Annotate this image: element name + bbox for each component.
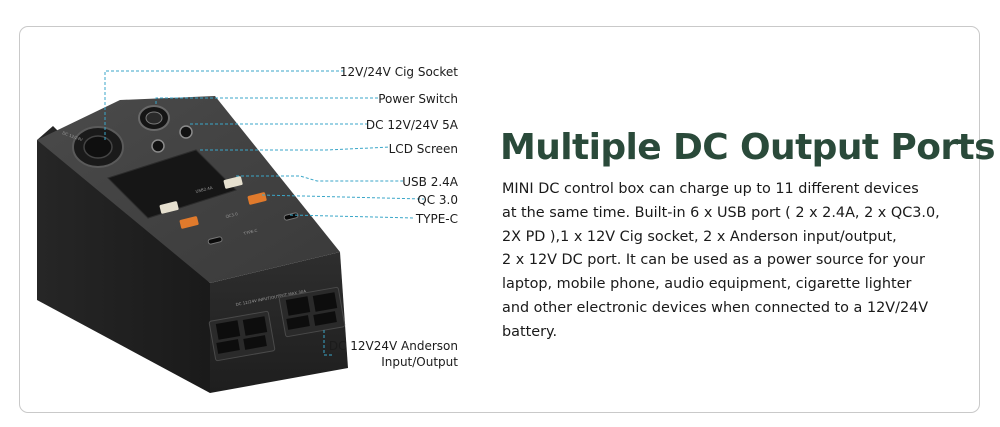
dc-port-2	[179, 125, 193, 139]
callout-usb: USB 2.4A	[402, 175, 458, 189]
description-line: laptop, mobile phone, audio equipment, c…	[502, 276, 912, 293]
leader-typec	[289, 214, 416, 219]
description-line: and other electronic devices when connec…	[502, 299, 929, 316]
description-line: battery.	[502, 323, 558, 340]
device-label-qc: QC3.0	[225, 211, 239, 219]
callout-anderson-line1: DC 12V24V Anderson	[328, 339, 458, 353]
anderson-connector-right	[278, 286, 346, 338]
qc-port-left	[179, 216, 199, 229]
device-left-side	[37, 126, 210, 393]
leader-anderson	[323, 330, 334, 356]
description-line: 2X PD ),1 x 12V Cig socket, 2 x Anderson…	[502, 228, 897, 245]
qc-port-right	[247, 192, 267, 205]
leader-lcd-screen	[200, 146, 392, 151]
description-line: MINI DC control box can charge up to 11 …	[502, 181, 919, 197]
device-label-typec: TYPE-C	[242, 228, 258, 237]
product-illustration: DC 12/24V USB2.4A QC3.0 TYPE-C DC 12/24V…	[37, 70, 425, 393]
cig-socket-inner	[83, 135, 113, 159]
usb-port-2-4a-left	[159, 201, 179, 214]
callout-dc-port: DC 12V/24V 5A	[365, 118, 458, 132]
callout-qc: QC 3.0	[417, 193, 458, 207]
section-heading: Multiple DC Output Ports	[500, 127, 996, 168]
dc-port-1	[151, 139, 165, 153]
power-switch-button	[145, 111, 163, 125]
leader-usb	[236, 175, 403, 182]
callout-lcd-screen: LCD Screen	[388, 142, 458, 156]
device-label-usb: USB2.4A	[195, 185, 213, 194]
usb-port-2-4a-right	[223, 176, 243, 189]
callout-anderson-line2: Input/Output	[381, 355, 458, 369]
callout-typec: TYPE-C	[415, 212, 458, 226]
leader-power-switch	[155, 97, 378, 104]
callout-cig-socket: 12V/24V Cig Socket	[339, 65, 458, 79]
description: MINI DC control box can charge up to 11 …	[502, 178, 962, 345]
description-line: at the same time. Built-in 6 x USB port …	[502, 204, 940, 221]
leader-cig-socket	[104, 70, 345, 140]
anderson-connector-left	[208, 310, 276, 362]
lcd-screen	[107, 149, 237, 219]
callout-anderson: DC 12V24V Anderson Input/Output	[329, 338, 458, 370]
typec-port-left	[207, 236, 223, 245]
device-front-face	[210, 252, 348, 393]
leader-qc	[261, 194, 425, 200]
description-line: 2 x 12V DC port. It can be used as a pow…	[502, 252, 925, 269]
callout-power-switch: Power Switch	[378, 92, 458, 106]
